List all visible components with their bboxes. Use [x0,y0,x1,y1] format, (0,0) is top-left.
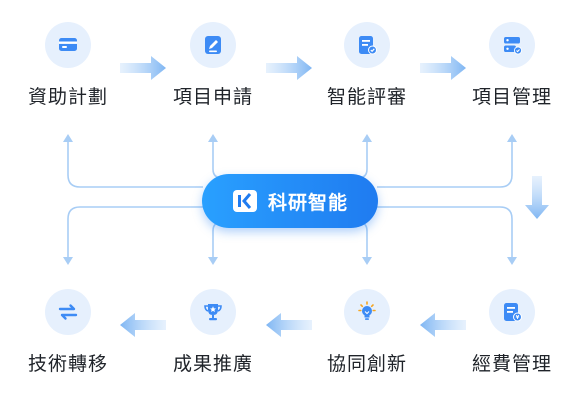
node-label: 協同創新 [326,353,407,375]
node-funding-plan[interactable]: 資助計劃 [18,22,118,109]
funding-card-icon [45,22,91,68]
node-results-promotion[interactable]: 成果推廣 [163,289,263,376]
upper-arrowheads [63,134,517,142]
review-check-icon [344,22,390,68]
trophy-icon [190,289,236,335]
brand-logo-icon [232,188,258,214]
node-collaborative-innovation[interactable]: 協同創新 [317,289,417,376]
node-label: 資助計劃 [27,86,108,108]
node-tech-transfer[interactable]: 技術轉移 [18,289,118,376]
transfer-arrows-icon [45,289,91,335]
server-manage-icon [489,22,535,68]
node-smart-review[interactable]: 智能評審 [317,22,417,109]
flow-arrow-down [525,176,549,219]
edit-document-icon [190,22,236,68]
node-label: 智能評審 [326,86,407,108]
lower-arrowheads [63,257,517,265]
hub-button[interactable]: 科研智能 [202,174,378,228]
lightbulb-icon [344,289,390,335]
svg-text:¥: ¥ [516,315,520,321]
flow-arrows-top [120,56,466,80]
node-label: 項目申請 [172,86,253,108]
node-project-application[interactable]: 項目申請 [163,22,263,109]
node-expense-management[interactable]: ¥ 經費管理 [462,289,562,376]
flow-arrows-bottom [120,313,466,337]
expense-document-icon: ¥ [489,289,535,335]
node-label: 技術轉移 [27,353,108,375]
node-project-management[interactable]: 項目管理 [462,22,562,109]
node-label: 項目管理 [471,86,552,108]
node-label: 成果推廣 [172,353,253,375]
hub-label: 科研智能 [267,191,348,214]
node-label: 經費管理 [471,353,552,375]
